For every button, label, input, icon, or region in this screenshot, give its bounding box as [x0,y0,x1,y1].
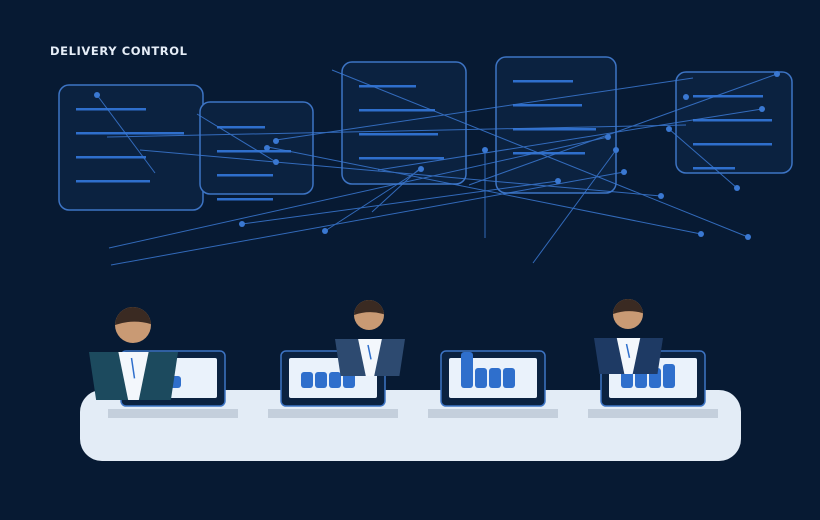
operator-hair [354,300,384,315]
screen-bar [461,352,473,388]
screen-bar [663,364,675,388]
screen-bar [301,372,313,388]
keyboard-tray [268,409,398,418]
operator [89,307,178,400]
panel-2 [199,101,314,201]
screen-bar [503,368,515,388]
monitor-panels [58,56,793,211]
operator [594,299,663,374]
network-nodes [94,71,780,240]
workstations [89,299,718,418]
desk [80,390,741,461]
screen-bar [329,372,341,388]
operator-hair [613,299,643,314]
keyboard-tray [588,409,718,418]
screen-bar [315,372,327,388]
screen-bar [489,368,501,388]
network-lines [96,69,778,266]
operator-tie [367,344,372,360]
keyboard-tray [428,409,558,418]
panel-5 [675,71,793,174]
workstation-2 [268,300,405,418]
operator [335,300,405,376]
panel-1 [58,84,204,211]
panel-3 [341,61,467,185]
operator-hair [115,307,151,325]
operator-tie [130,357,136,379]
screen-bar [475,368,487,388]
workstation-3 [428,350,558,418]
keyboard-tray [108,409,238,418]
operator-tie [625,343,631,358]
page-title: DELIVERY CONTROL [50,44,188,58]
workstation-1 [89,307,238,418]
workstation-4 [588,299,718,418]
panel-4 [495,56,617,194]
